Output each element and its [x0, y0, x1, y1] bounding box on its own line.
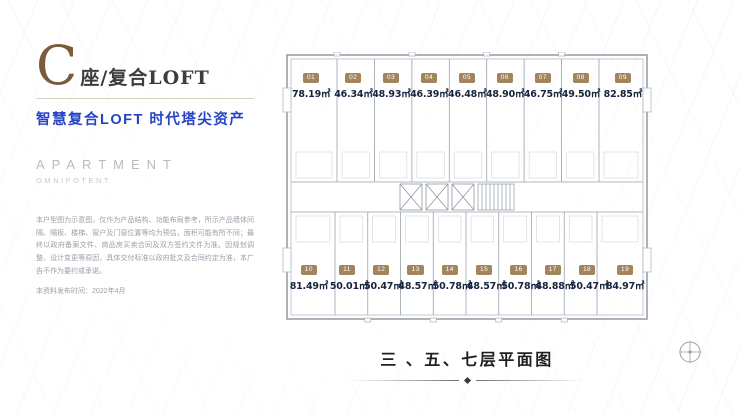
unit-area: 50.47㎡ — [569, 281, 609, 292]
unit-number-badge: 17 — [544, 265, 561, 276]
building-suffix: 座/复合LOFT — [80, 67, 210, 89]
tagline: 智慧复合LOFT 时代塔尖资产 — [36, 111, 246, 128]
unit-area: 84.97㎡ — [605, 281, 645, 292]
unit-number-badge: 18 — [578, 265, 596, 276]
caption-block: 三 、五、七层平面图 — [282, 346, 652, 385]
building-letter: C — [36, 34, 78, 97]
unit-label: 14 50.78㎡ — [432, 258, 472, 292]
unit-number-badge: 14 — [441, 265, 458, 276]
unit-area: 48.88㎡ — [535, 281, 575, 292]
unit-area: 48.90㎡ — [485, 89, 525, 100]
unit-number-badge: 19 — [617, 265, 634, 276]
bottom-unit-interiors — [295, 215, 639, 243]
unit-area: 48.57㎡ — [398, 281, 437, 292]
unit-area: 49.50㎡ — [561, 89, 601, 100]
unit-area: 46.48㎡ — [448, 89, 487, 100]
unit-area: 50.78㎡ — [432, 281, 472, 292]
disclaimer-text: 本户型图为示意图，仅作为产品结构、功能布局参考，所示产品墙体间隔、隔板、楼梯、窗… — [36, 216, 254, 276]
corridor-walls — [291, 181, 643, 213]
unit-label: 08 49.50㎡ — [562, 66, 600, 100]
unit-number-badge: 11 — [339, 265, 355, 276]
unit-area: 50.01㎡ — [329, 281, 369, 292]
floor-plan: 01 78.19㎡ 02 46.34㎡ 03 48.93㎡ 04 46.39㎡ … — [282, 52, 652, 324]
unit-label: 07 46.75㎡ — [524, 66, 562, 100]
unit-number-badge: 03 — [383, 73, 400, 84]
unit-label: 09 82.85㎡ — [600, 66, 646, 100]
unit-area: 81.49㎡ — [289, 281, 329, 292]
unit-area: 48.57㎡ — [467, 281, 506, 292]
left-panel: C 座/复合LOFT 智慧复合LOFT 时代塔尖资产 APARTMENT OMN… — [36, 34, 254, 303]
unit-label: 19 84.97㎡ — [604, 258, 646, 292]
unit-label: 12 50.47㎡ — [364, 258, 403, 292]
edge-ledges — [282, 52, 652, 323]
unit-area: 46.34㎡ — [334, 89, 373, 100]
unit-label: 10 81.49㎡ — [288, 258, 330, 292]
unit-area: 78.19㎡ — [291, 89, 331, 100]
unit-area: 50.47㎡ — [364, 281, 403, 292]
stairwell — [477, 183, 515, 211]
unit-number-badge: 01 — [303, 73, 320, 84]
unit-label: 15 48.57㎡ — [467, 258, 506, 292]
unit-area: 46.75㎡ — [523, 89, 563, 100]
outer-walls — [286, 54, 648, 320]
ornament-line-right — [475, 380, 586, 381]
unit-area: 48.93㎡ — [372, 89, 411, 100]
top-unit-interiors — [295, 151, 639, 179]
unit-label: 06 48.90㎡ — [485, 66, 525, 100]
unit-label: 05 46.48㎡ — [448, 66, 487, 100]
en-title: APARTMENT — [36, 156, 178, 172]
unit-number-badge: 13 — [407, 265, 424, 276]
top-unit-labels: 01 78.19㎡ 02 46.34㎡ 03 48.93㎡ 04 46.39㎡ … — [288, 66, 646, 100]
unit-area: 46.39㎡ — [410, 89, 449, 100]
unit-number-badge: 05 — [458, 73, 476, 84]
unit-number-badge: 06 — [496, 73, 514, 84]
unit-number-badge: 02 — [345, 73, 362, 84]
unit-area: 82.85㎡ — [603, 89, 643, 100]
unit-number-badge: 04 — [420, 73, 438, 84]
en-subtitle: OMNIPOTENT — [36, 175, 111, 185]
unit-label: 16 50.78㎡ — [501, 258, 540, 292]
unit-label: 18 50.47㎡ — [569, 258, 609, 292]
unit-label: 04 46.39㎡ — [410, 66, 449, 100]
unit-number-badge: 10 — [300, 265, 318, 276]
elevator-core — [399, 183, 475, 211]
unit-label: 02 46.34㎡ — [334, 66, 373, 100]
unit-number-badge: 09 — [614, 73, 631, 84]
unit-label: 17 48.88㎡ — [535, 258, 575, 292]
ornament-diamond — [463, 376, 471, 385]
unit-label: 13 48.57㎡ — [398, 258, 437, 292]
unit-label: 01 78.19㎡ — [288, 66, 334, 100]
building-title: C 座/复合LOFT — [36, 34, 254, 99]
publish-date: 本资料发布时间：2022年4月 — [36, 288, 126, 296]
unit-number-badge: 15 — [476, 265, 493, 276]
unit-number-badge: 12 — [373, 265, 390, 276]
caption-ornament — [282, 376, 652, 385]
bottom-unit-partitions — [334, 212, 598, 315]
floor-plan-caption: 三 、五、七层平面图 — [380, 352, 554, 369]
floor-plan-drawing — [282, 52, 652, 323]
unit-area: 50.78㎡ — [501, 281, 540, 292]
unit-label: 11 50.01㎡ — [329, 258, 369, 292]
unit-number-badge: 07 — [534, 73, 551, 84]
bottom-unit-labels: 10 81.49㎡ 11 50.01㎡ 12 50.47㎡ 13 48.57㎡ … — [288, 258, 646, 292]
unit-label: 03 48.93㎡ — [372, 66, 411, 100]
unit-number-badge: 08 — [572, 73, 589, 84]
compass-icon — [679, 341, 701, 363]
ornament-line-left — [348, 380, 459, 381]
top-unit-partitions — [336, 59, 600, 182]
unit-number-badge: 16 — [510, 265, 527, 276]
